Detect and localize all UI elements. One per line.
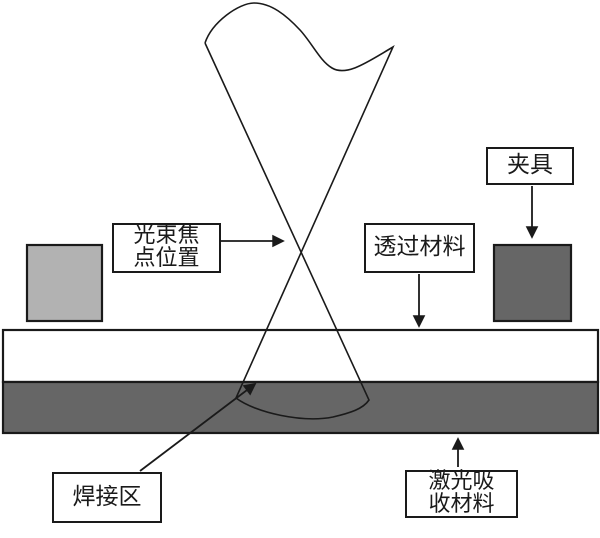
beam-focus-position-label: 光束焦 点位置 — [112, 223, 221, 273]
right-clamp-block — [492, 243, 573, 323]
fixture-label: 夹具 — [486, 147, 574, 185]
weld-zone-label-text: 焊接区 — [72, 483, 142, 510]
transparent-material-label-text: 透过材料 — [373, 234, 466, 261]
laser-beam-outline — [204, 2, 395, 420]
absorber-label-line1: 激光吸 — [428, 469, 495, 495]
fixture-label-text: 夹具 — [507, 152, 553, 179]
weld-zone-leader-arrow — [139, 382, 257, 472]
transparent-material-label: 透过材料 — [364, 223, 475, 273]
transparent-material-layer — [1, 328, 600, 384]
beam-focus-label-line1: 光束焦 — [133, 223, 200, 249]
absorbing-material-layer — [1, 380, 600, 435]
laser-absorbing-material-label: 激光吸 收材料 — [405, 470, 518, 518]
absorber-label-line2: 收材料 — [428, 492, 495, 517]
beam-focus-label-line2: 点位置 — [133, 246, 200, 271]
left-clamp-block — [25, 243, 104, 323]
weld-zone-label: 焊接区 — [52, 472, 162, 523]
